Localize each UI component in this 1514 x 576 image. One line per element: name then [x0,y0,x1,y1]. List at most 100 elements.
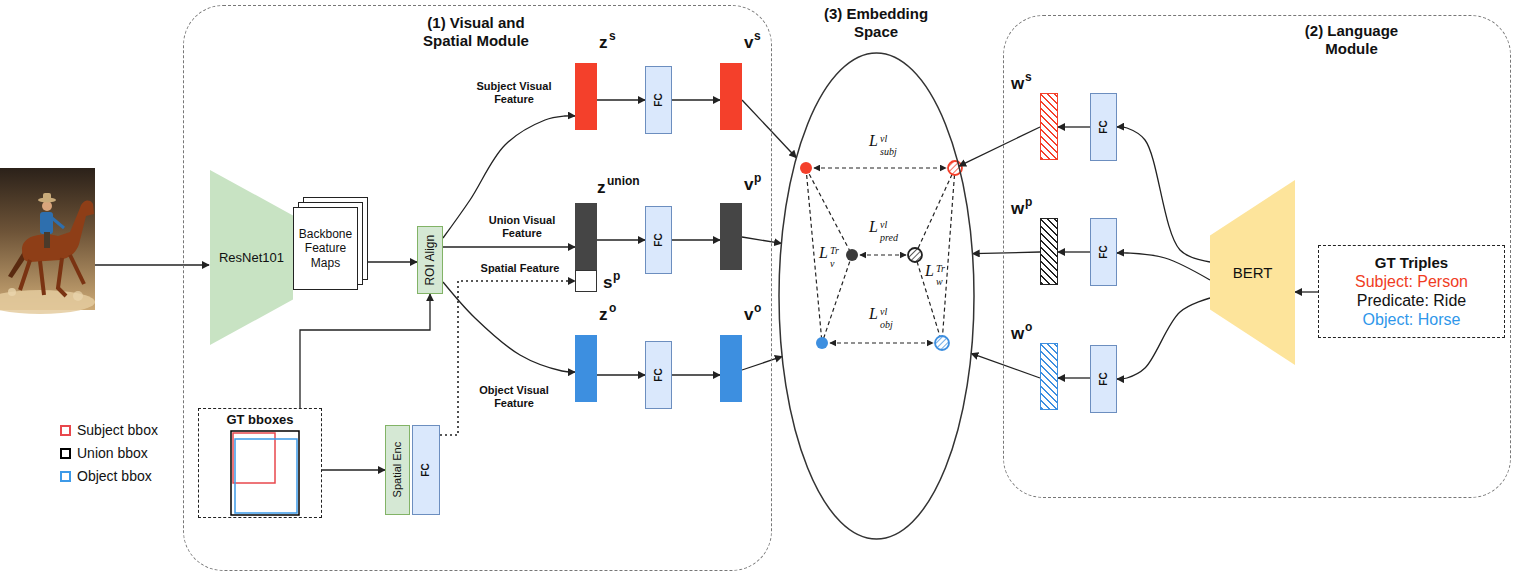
loss-label: vl [879,220,888,230]
node-label: GT Triples [1375,254,1448,272]
node-label: ROI Align [423,235,437,286]
connector [1058,251,1090,252]
node-label: s [1025,70,1032,84]
object-feature-bar: zo [575,335,597,402]
node-label: w [1011,74,1024,94]
loss-label: subj [879,147,898,157]
label-anchor: o [609,301,616,315]
connector [672,239,720,240]
node-label: p [754,171,761,185]
predicate-word-bar: wp [1040,218,1058,285]
fc-layer-box: FC [645,341,672,409]
label-anchor: subj [879,141,898,159]
label-anchor: w [935,271,944,289]
node-label: (2) Language Module [1289,22,1414,58]
connector [322,469,385,470]
label-anchor: L [868,132,879,150]
label-anchor: z [597,178,606,198]
label-anchor: Union Visual Feature [478,214,566,241]
connector [300,294,430,408]
label-anchor: p [1025,195,1032,209]
label-anchor: (1) Visual and Spatial Module [406,14,546,50]
bert-trapezoid: BERT [1210,180,1295,365]
label-anchor: Object Visual Feature [470,384,558,411]
legend-row: Subject bbox [60,421,158,439]
label-anchor: GT bboxes [199,412,321,428]
loss-label: L [818,245,829,261]
node-label: w [1011,324,1024,344]
embedding-space-ellipse: (3) Embedding Space [778,52,975,540]
label-anchor: L [868,305,879,323]
label-anchor: Tr [935,258,946,276]
label-anchor: v [829,253,835,271]
connector [1295,291,1318,292]
fc-layer-box: FC [1090,93,1117,161]
connector [1117,253,1210,280]
input-arrow [95,264,209,265]
legend-swatch [60,425,71,436]
node-label: s [603,273,612,293]
node-label: Backbone Feature Maps [297,227,354,270]
node-label: BERT [1233,264,1273,282]
loss-label: L [868,133,879,149]
connector [1058,126,1090,127]
label-anchor: obj [879,314,894,332]
loss-label: pred [879,233,899,243]
connector [971,353,1040,378]
node-label: s [609,29,616,43]
spatial-feature-bar: sp [575,270,597,292]
node-label: FC [1098,372,1110,385]
loss-label: L [924,263,935,279]
roi-align-box: ROI Align [417,226,443,294]
label-anchor: Subject Visual Feature [470,80,558,107]
connector [1117,298,1210,379]
gt-bboxes-box: GT bboxes [198,408,322,518]
label-anchor: vl [879,128,888,146]
node-label: p [1025,195,1032,209]
node-label: s [754,29,761,43]
edge-label: Spatial Feature [480,262,561,275]
bbox-rect [231,431,299,515]
node-label: ResNet101 [219,250,284,266]
connector [443,246,575,247]
connector [440,281,575,435]
node-label: w [1011,199,1024,219]
legend-text: Union bbox [77,445,148,461]
spatial-encoder-box: Spatial Enc [385,425,410,515]
resnet-trapezoid: ResNet101 [210,170,293,345]
label-anchor: z [599,305,608,325]
loss-label: vl [879,134,888,144]
node-label: z [599,33,608,53]
fc-layer-box: FC [645,206,672,274]
label-anchor: L [818,244,829,262]
label-anchor: s [609,29,616,43]
fc-layer-box: FC [1090,345,1117,413]
node-label: FC [653,368,665,381]
ellipse-shape [779,53,974,539]
label-anchor: p [754,171,761,185]
label-anchor: Spatial Feature [470,258,570,276]
node-label: Object: Horse [1363,310,1461,329]
node-label: GT bboxes [199,412,321,428]
connector [597,99,645,100]
node-label: o [609,301,616,315]
loss-label: L [868,219,879,235]
label-anchor: s [1025,70,1032,84]
connector [973,252,1040,254]
bbox-rect [233,433,275,483]
legend-row: Union bbox [60,444,148,462]
label-anchor: z [599,33,608,53]
loss-label: v [829,259,835,269]
node-label: Subject: Person [1355,272,1468,291]
horse-rider-photo [0,168,95,314]
legend-text: Object bbox [77,468,152,484]
connector [742,237,781,243]
node-label: (3) Embedding Space [816,5,936,41]
embedding-points [800,161,962,350]
node-label: p [613,269,620,283]
node-label: FC [1098,120,1110,133]
embedding-loss-lines [806,168,955,343]
embedding-space-ellipse-outline [778,52,975,540]
object-embedding-bar: vo [720,335,742,402]
label-anchor: v [744,305,753,325]
